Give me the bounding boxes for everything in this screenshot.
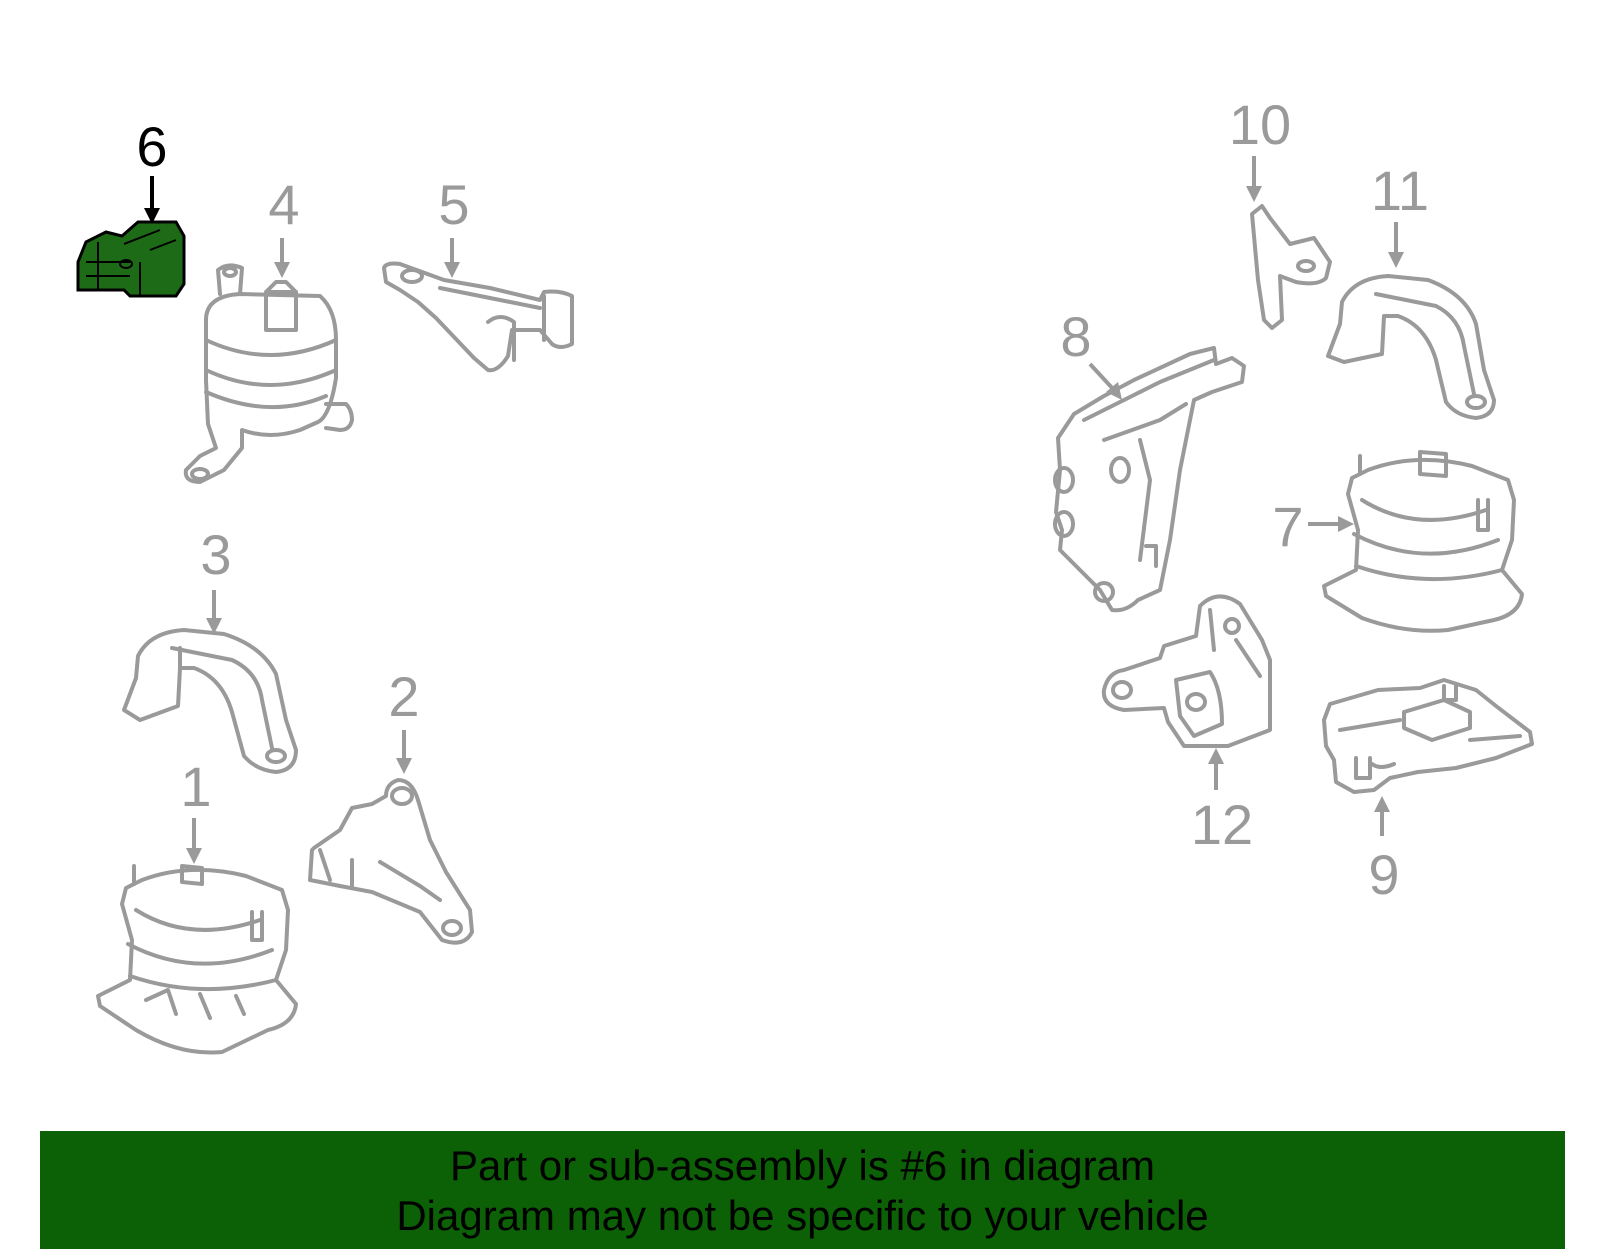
part-6-shape [76,220,186,298]
info-banner: Part or sub-assembly is #6 in diagram Di… [40,1131,1565,1249]
part-9[interactable]: 9 [1322,678,1534,906]
banner-line-1: Part or sub-assembly is #6 in diagram [450,1142,1155,1189]
callout-8: 8 [1060,305,1091,368]
part-4[interactable]: 4 [183,173,354,484]
callout-9: 9 [1368,843,1399,906]
callout-2: 2 [388,665,419,728]
part-5[interactable]: 5 [382,173,574,373]
part-2[interactable]: 2 [308,665,474,945]
part-9-body [1322,678,1534,794]
part-12-body [1101,594,1272,748]
part-2-body [308,778,474,945]
part-6-highlighted[interactable]: 6 [76,115,186,298]
part-8[interactable]: 8 [1053,305,1246,613]
part-10[interactable]: 10 [1229,93,1332,330]
part-7[interactable]: 7 [1272,450,1524,633]
part-4-body [183,292,338,484]
callout-12: 12 [1191,793,1253,856]
part-8-body [1054,346,1246,613]
callout-5: 5 [438,173,469,236]
part-11[interactable]: 11 [1326,159,1496,420]
part-5-body [382,261,574,373]
callout-7: 7 [1272,495,1303,558]
banner-line-2: Diagram may not be specific to your vehi… [396,1192,1209,1239]
arrowhead-6 [144,208,160,224]
callout-1: 1 [180,755,211,818]
part-3-body [122,628,298,774]
part-1[interactable]: 1 [96,755,298,1055]
part-1-body [96,867,298,1055]
callout-11: 11 [1371,159,1429,222]
part-6-detail [86,229,177,296]
part-6-hole [119,259,133,269]
part-12[interactable]: 12 [1101,594,1272,856]
part-10-body [1250,204,1332,330]
part-7-body [1322,457,1524,633]
callout-3: 3 [200,523,231,586]
callout-6: 6 [136,115,167,178]
callout-4: 4 [268,173,299,236]
part-11-body [1326,274,1496,420]
callout-10: 10 [1229,93,1291,156]
part-3[interactable]: 3 [122,523,298,774]
